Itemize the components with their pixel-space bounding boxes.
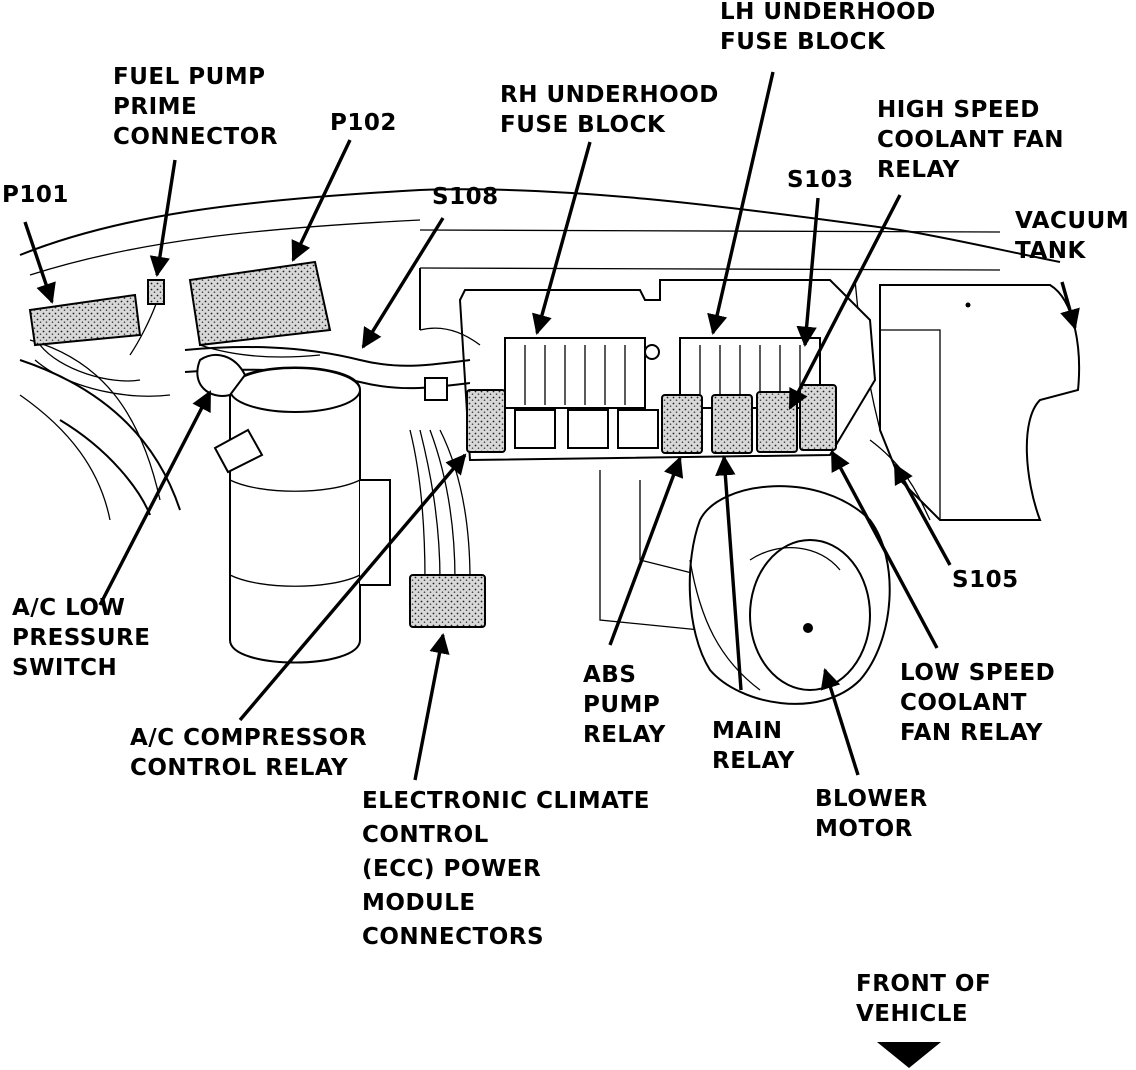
label-p102: P102 <box>330 110 397 136</box>
arrow-abs-relay <box>608 456 684 646</box>
relay-group <box>466 384 837 454</box>
vehicle-body-outline <box>19 188 1081 521</box>
label-vacuum-tank: VACUUM TANK <box>1015 208 1130 264</box>
arrow-high-speed-relay <box>788 194 902 410</box>
arrow-s105 <box>893 463 952 566</box>
label-blower-motor: BLOWER MOTOR <box>815 786 928 842</box>
arrow-ecc-connectors <box>413 632 450 781</box>
ecc-connector-assembly <box>409 377 486 628</box>
label-s103: S103 <box>787 167 854 193</box>
arrow-s103 <box>796 197 820 348</box>
label-s105: S105 <box>952 567 1019 593</box>
arrow-low-speed-relay <box>830 450 939 649</box>
label-main-relay: MAIN RELAY <box>712 718 795 774</box>
label-rh-underhood-fuse-block: RH UNDERHOOD FUSE BLOCK <box>500 82 719 138</box>
label-fuel-pump-prime-connector: FUEL PUMP PRIME CONNECTOR <box>113 64 278 150</box>
label-abs-pump-relay: ABS PUMP RELAY <box>583 662 666 748</box>
arrow-ac-compressor-relay <box>238 453 467 722</box>
down-arrow-icon <box>877 1042 941 1068</box>
arrow-lh-fuse-block <box>707 71 775 335</box>
leader-arrows <box>23 71 1080 781</box>
arrow-s108 <box>361 217 445 349</box>
harness-connectors <box>28 260 481 397</box>
ac-accumulator <box>196 354 391 664</box>
blower-motor-housing <box>688 485 891 705</box>
label-ac-low-pressure-switch: A/C LOW PRESSURE SWITCH <box>12 595 151 681</box>
label-p101: P101 <box>2 182 69 208</box>
arrow-fuel-pump-prime <box>149 159 177 278</box>
label-ac-compressor-control-relay: A/C COMPRESSOR CONTROL RELAY <box>130 725 368 781</box>
label-lh-underhood-fuse-block: LH UNDERHOOD FUSE BLOCK <box>720 0 936 55</box>
arrow-ac-low-pressure <box>98 390 212 606</box>
arrow-blower-motor <box>820 668 860 776</box>
label-low-speed-coolant-fan-relay: LOW SPEED COOLANT FAN RELAY <box>900 660 1056 746</box>
arrow-p102 <box>291 139 352 262</box>
label-front-of-vehicle: FRONT OF VEHICLE <box>856 971 992 1027</box>
arrow-vacuum-tank <box>1060 281 1080 330</box>
arrow-main-relay <box>715 454 743 691</box>
arrow-rh-fuse-block <box>532 141 592 335</box>
label-high-speed-coolant-fan-relay: HIGH SPEED COOLANT FAN RELAY <box>877 97 1065 183</box>
arrow-p101 <box>23 221 56 304</box>
label-s108: S108 <box>432 184 499 210</box>
label-ecc-power-module-connectors: ELECTRONIC CLIMATE CONTROL (ECC) POWER M… <box>362 788 650 950</box>
